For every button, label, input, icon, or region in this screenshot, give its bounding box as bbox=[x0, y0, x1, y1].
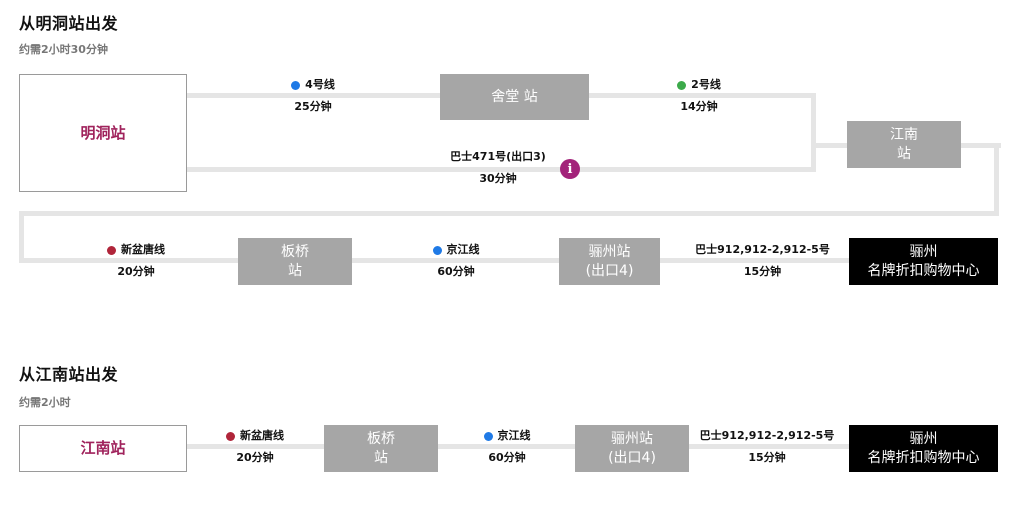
station-gangnam: 江南 站 bbox=[847, 121, 961, 168]
route1-duration: 约需2小时30分钟 bbox=[19, 43, 108, 56]
segment2-sinbundang-name: 新盆唐线 bbox=[240, 429, 284, 442]
segment-gyeonggang-time: 60分钟 bbox=[437, 265, 475, 278]
segment-bus912-name: 巴士912,912-2,912-5号 bbox=[695, 243, 830, 256]
segment-line4: 4号线 25分钟 bbox=[253, 74, 373, 118]
sinbundang2-dot-icon bbox=[226, 431, 235, 441]
gyeonggang-dot-icon bbox=[432, 245, 442, 255]
segment-sinbundang: 新盆唐线 20分钟 bbox=[76, 239, 196, 283]
station-pangyo: 板桥 站 bbox=[238, 238, 352, 285]
line-wrap bbox=[19, 211, 999, 216]
segment-bus471-name: 巴士471号(出口3) bbox=[450, 150, 546, 163]
station-yeoju-label-1: 骊州站 bbox=[588, 243, 631, 260]
segment2-bus912: 巴士912,912-2,912-5号 15分钟 bbox=[687, 425, 847, 469]
line-route2 bbox=[186, 444, 850, 449]
destination-outlets: 骊州 名牌折扣购物中心 bbox=[849, 238, 998, 285]
station2-pangyo: 板桥 站 bbox=[324, 425, 438, 472]
line-right-drop bbox=[811, 93, 816, 148]
segment-sinbundang-time: 20分钟 bbox=[117, 265, 155, 278]
line2-dot-icon bbox=[677, 80, 687, 90]
line-row2 bbox=[19, 258, 849, 263]
segment-line2-name: 2号线 bbox=[691, 78, 721, 91]
sinbundang-dot-icon bbox=[107, 245, 116, 255]
segment-line2-time: 14分钟 bbox=[680, 100, 718, 113]
line4-dot-icon bbox=[291, 80, 301, 90]
route1-title: 从明洞站出发 bbox=[19, 14, 119, 33]
destination2-outlets: 骊州 名牌折扣购物中心 bbox=[849, 425, 998, 472]
station2-yeoju: 骊州站 (出口4) bbox=[575, 425, 689, 472]
route2-title: 从江南站出发 bbox=[19, 365, 119, 384]
segment2-gyeonggang-time: 60分钟 bbox=[488, 451, 526, 464]
station-sadang: 舍堂 站 bbox=[440, 74, 589, 120]
segment2-sinbundang: 新盆唐线 20分钟 bbox=[195, 425, 315, 469]
station-gangnam-label-1: 江南 bbox=[890, 126, 918, 143]
segment-gyeonggang: 京江线 60分钟 bbox=[396, 239, 516, 283]
station2-pangyo-label-2: 站 bbox=[374, 449, 388, 466]
segment-line4-time: 25分钟 bbox=[294, 100, 332, 113]
segment2-gyeonggang: 京江线 60分钟 bbox=[447, 425, 567, 469]
segment2-bus912-name: 巴士912,912-2,912-5号 bbox=[699, 429, 835, 442]
line-left-down bbox=[19, 211, 24, 263]
station-yeoju: 骊州站 (出口4) bbox=[559, 238, 660, 285]
route2-duration: 约需2小时 bbox=[19, 396, 71, 409]
station-yeoju-label-2: (出口4) bbox=[585, 262, 634, 279]
segment-line4-name: 4号线 bbox=[305, 78, 335, 91]
station-pangyo-label-1: 板桥 bbox=[281, 243, 309, 260]
info-icon[interactable]: i bbox=[560, 159, 580, 179]
origin-station-myeongdong: 明洞站 bbox=[19, 74, 187, 192]
station2-yeoju-label-2: (出口4) bbox=[608, 449, 656, 466]
station2-pangyo-label-1: 板桥 bbox=[367, 430, 395, 447]
segment2-sinbundang-time: 20分钟 bbox=[236, 451, 274, 464]
line-bus-back bbox=[186, 167, 816, 172]
station-sadang-label: 舍堂 站 bbox=[491, 88, 538, 105]
destination2-label-2: 名牌折扣购物中心 bbox=[867, 449, 980, 466]
line-bus-up bbox=[811, 143, 816, 172]
line-right-down bbox=[994, 143, 999, 216]
segment-bus471: 巴士471号(出口3) 30分钟 bbox=[418, 146, 578, 190]
segment2-gyeonggang-name: 京江线 bbox=[497, 429, 531, 442]
station-gangnam-label-2: 站 bbox=[897, 145, 911, 162]
destination-label-1: 骊州 bbox=[909, 243, 938, 260]
segment-line2: 2号线 14分钟 bbox=[639, 74, 759, 118]
segment-sinbundang-name: 新盆唐线 bbox=[121, 243, 165, 256]
segment-bus912: 巴士912,912-2,912-5号 15分钟 bbox=[680, 239, 845, 283]
segment-bus912-time: 15分钟 bbox=[743, 265, 782, 278]
station-pangyo-label-2: 站 bbox=[288, 262, 302, 279]
destination-label-2: 名牌折扣购物中心 bbox=[867, 262, 980, 279]
destination2-label-1: 骊州 bbox=[909, 430, 938, 447]
gyeonggang2-dot-icon bbox=[483, 431, 493, 441]
station2-yeoju-label-1: 骊州站 bbox=[611, 430, 653, 447]
segment-gyeonggang-name: 京江线 bbox=[446, 243, 480, 256]
segment-bus471-time: 30分钟 bbox=[479, 172, 517, 185]
origin-label: 明洞站 bbox=[80, 123, 126, 142]
segment2-bus912-time: 15分钟 bbox=[748, 451, 786, 464]
origin-station-gangnam: 江南站 bbox=[19, 425, 187, 472]
origin2-label: 江南站 bbox=[80, 439, 126, 457]
